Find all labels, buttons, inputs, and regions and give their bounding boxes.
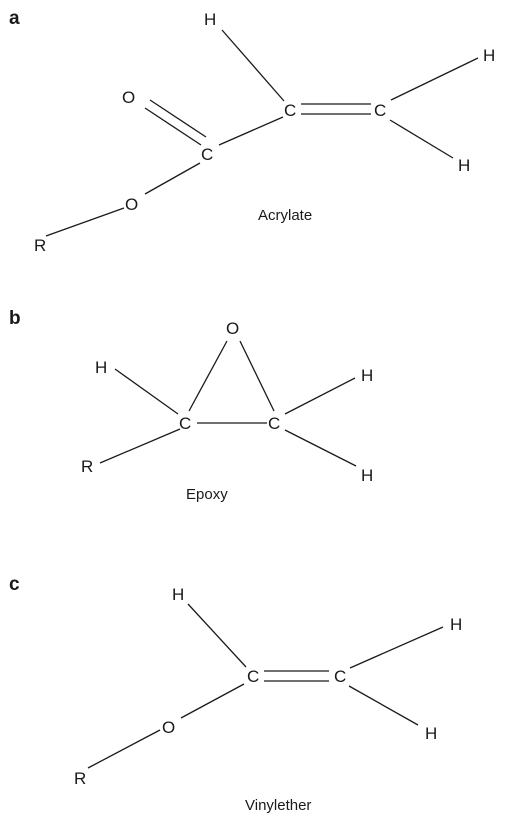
panel-a-caption: Acrylate: [258, 207, 312, 224]
atom-h-beta-bottom: H: [458, 156, 470, 175]
bond-c-beta-h-top: [390, 57, 479, 101]
atom-h-left: H: [95, 358, 107, 377]
atom-h-right-bottom: H: [361, 466, 373, 485]
atom-o: O: [162, 718, 175, 737]
bond-r-o: [45, 207, 125, 237]
atom-h-beta-top: H: [483, 46, 495, 65]
bond-c-right-h-top: [284, 377, 356, 415]
atom-h-alpha: H: [204, 10, 216, 29]
panel-b-caption: Epoxy: [186, 486, 228, 503]
atom-o-ester: O: [125, 195, 138, 214]
panel-c-caption: Vinylether: [245, 797, 311, 814]
bond-c-o-double-1: [144, 107, 202, 146]
bond-o-c-alpha: [180, 683, 245, 719]
panel-a-bonds: [45, 29, 479, 237]
atom-o: O: [226, 319, 239, 338]
bond-c-alpha-h: [187, 603, 247, 668]
bond-c-o-double-2: [149, 99, 207, 138]
atom-c-right: C: [268, 414, 280, 433]
bond-c-beta-h-bottom: [348, 685, 419, 726]
panel-c-letter: c: [9, 574, 20, 595]
atom-h-beta-top: H: [450, 615, 462, 634]
atom-c-carbonyl: C: [201, 145, 213, 164]
panel-a: a R O C O C C H H H Acrylate: [9, 8, 495, 255]
atom-h-right-top: H: [361, 366, 373, 385]
panel-a-letter: a: [9, 8, 20, 29]
bond-c-carbonyl-c-alpha: [218, 116, 284, 146]
atom-r: R: [74, 769, 86, 788]
atom-h-alpha: H: [172, 585, 184, 604]
panel-b-letter: b: [9, 308, 21, 329]
atom-c-beta: C: [374, 101, 386, 120]
atom-h-beta-bottom: H: [425, 724, 437, 743]
bond-c-left-h: [114, 368, 179, 415]
atom-c-beta: C: [334, 667, 346, 686]
bond-c-left-r: [99, 428, 181, 464]
atom-c-alpha: C: [247, 667, 259, 686]
panel-c: c R O C C H H H Vinylether: [9, 574, 462, 814]
atom-o-carbonyl: O: [122, 88, 135, 107]
bond-o-c-right: [239, 340, 275, 412]
bond-c-left-o: [188, 340, 228, 412]
panel-b-bonds: [99, 340, 357, 467]
bond-o-c-carbonyl: [144, 162, 201, 195]
panel-b: b O C C H R H H Epoxy: [9, 308, 373, 503]
panel-c-bonds: [87, 603, 444, 769]
bond-r-o: [87, 729, 161, 769]
atom-r: R: [34, 236, 46, 255]
bond-c-alpha-h: [221, 29, 285, 102]
bond-c-beta-h-top: [349, 626, 444, 669]
bond-c-beta-h-bottom: [389, 119, 454, 159]
atom-c-left: C: [179, 414, 191, 433]
bond-c-right-h-bottom: [284, 429, 357, 467]
atom-r: R: [81, 457, 93, 476]
atom-c-alpha: C: [284, 101, 296, 120]
